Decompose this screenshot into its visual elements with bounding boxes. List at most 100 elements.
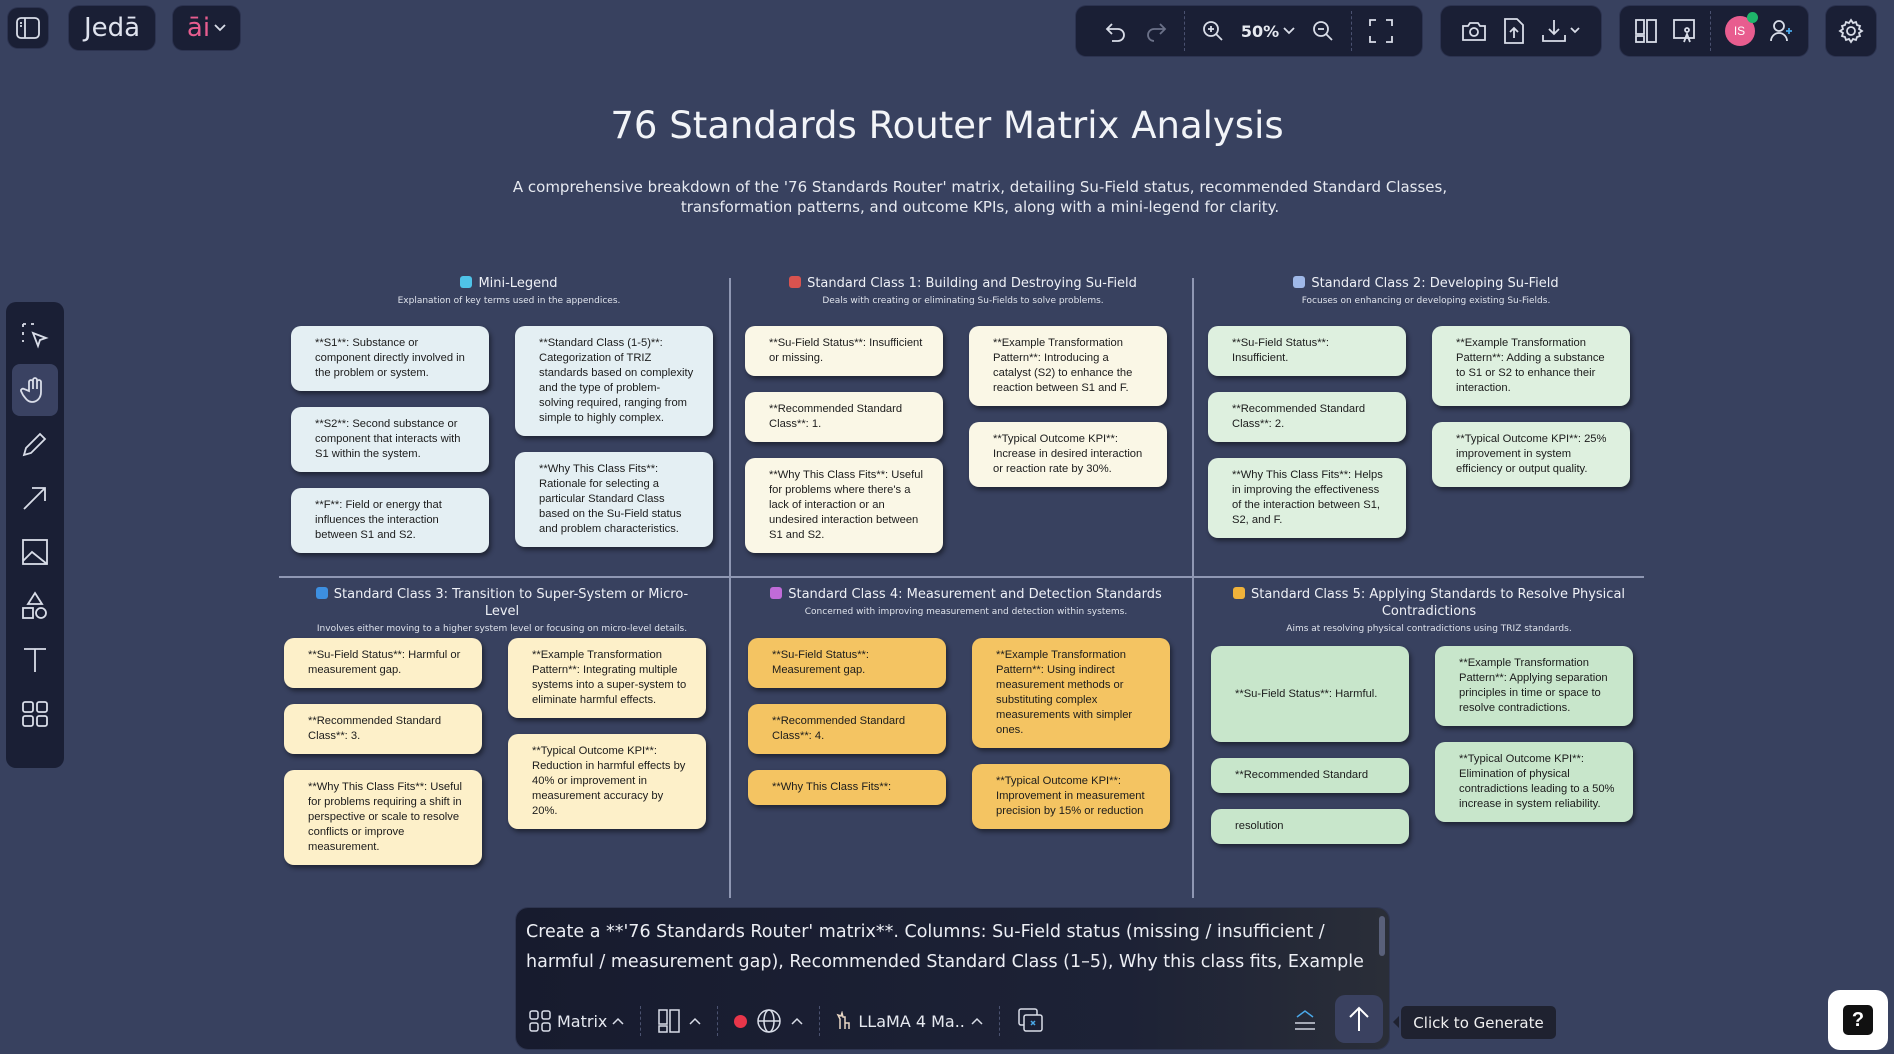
generate-button[interactable] [1335, 995, 1383, 1043]
text-tool[interactable] [12, 634, 58, 686]
matrix-card[interactable]: **Su-Field Status**: Harmful. [1211, 646, 1409, 742]
layout-select[interactable] [657, 1008, 701, 1034]
model-select[interactable]: LLaMA 4 Ma.. [836, 1011, 983, 1031]
section-title: Standard Class 5: Applying Standards to … [1199, 586, 1659, 620]
chevron-up-icon [791, 1017, 803, 1025]
matrix-card[interactable]: **Example Transformation Pattern**: Inte… [508, 638, 706, 718]
chevron-up-icon [971, 1017, 983, 1025]
hand-tool[interactable] [12, 364, 58, 416]
section-subtitle: Explanation of key terms used in the app… [397, 296, 621, 306]
ai-menu-button[interactable]: āi [173, 6, 240, 50]
camera-icon[interactable] [1461, 19, 1487, 43]
shapes-tool[interactable] [12, 580, 58, 632]
matrix-card[interactable]: **Typical Outcome KPI**: Improvement in … [972, 764, 1170, 829]
section-subtitle: Aims at resolving physical contradiction… [1286, 624, 1572, 634]
matrix-card[interactable]: **Typical Outcome KPI**: 25% improvement… [1432, 422, 1630, 487]
tool-palette [6, 302, 64, 768]
page-subtitle: A comprehensive breakdown of the '76 Sta… [512, 178, 1448, 216]
left-card-column: **Su-Field Status**: Insufficient. **Reco… [1208, 326, 1406, 538]
download-icon[interactable] [1541, 18, 1581, 44]
matrix-card[interactable]: **Su-Field Status**: Harmful or measurem… [284, 638, 482, 688]
image-tool[interactable] [12, 526, 58, 578]
matrix-card[interactable]: **Example Transformation Pattern**: Intr… [969, 326, 1167, 406]
card-columns: **Su-Field Status**: Harmful. **Recommend… [1211, 646, 1633, 844]
matrix-card[interactable]: **Typical Outcome KPI**: Reduction in ha… [508, 734, 706, 829]
avatar[interactable]: IS [1724, 12, 1758, 46]
model-label: LLaMA 4 Ma.. [858, 1011, 965, 1031]
clear-chat-icon[interactable] [1016, 1006, 1046, 1036]
matrix-card[interactable]: **S1**: Substance or component directly … [291, 326, 489, 391]
lightbulb-icon [1232, 587, 1245, 599]
matrix-card[interactable]: **Su-Field Status**: Insufficient. [1208, 326, 1406, 376]
page-title: 76 Standards Router Matrix Analysis [610, 104, 1284, 147]
share-icon[interactable] [1503, 17, 1525, 45]
help-button[interactable]: ? [1828, 990, 1888, 1050]
image-icon [22, 539, 48, 565]
add-user-icon[interactable] [1769, 19, 1795, 43]
select-tool[interactable] [12, 310, 58, 362]
matrix-card[interactable]: **Recommended Standard Class**: 1. [745, 392, 943, 442]
matrix-card[interactable]: **Recommended Standard Class**: 2. [1208, 392, 1406, 442]
sidebar-toggle-button[interactable] [8, 8, 48, 48]
select-icon [22, 323, 49, 349]
presentation-icon[interactable] [1672, 18, 1696, 44]
arrow-tool[interactable] [12, 472, 58, 524]
settings-button[interactable] [1826, 6, 1876, 56]
mode-select[interactable]: Matrix [528, 1009, 624, 1033]
section-title: Standard Class 1: Building and Destroyin… [733, 275, 1193, 292]
prompt-input[interactable]: Create a **'76 Standards Router' matrix*… [526, 922, 1364, 972]
bar-chart-icon [770, 587, 783, 599]
left-card-column: **Su-Field Status**: Harmful or measurem… [284, 638, 482, 865]
section-title-text: Mini-Legend [478, 276, 558, 291]
grid-divider [1192, 278, 1194, 898]
matrix-card[interactable]: **Why This Class Fits**: Rationale for s… [515, 452, 713, 547]
matrix-card[interactable]: resolution [1211, 809, 1409, 844]
divider [819, 1006, 821, 1036]
fullscreen-icon[interactable] [1368, 18, 1394, 44]
matrix-card[interactable]: **F**: Field or energy that influences t… [291, 488, 489, 553]
matrix-card[interactable]: **Why This Class Fits**: Useful for prob… [284, 770, 482, 865]
right-card-column: **Example Transformation Pattern**: Appl… [1435, 646, 1633, 844]
matrix-card[interactable]: **Typical Outcome KPI**: Elimination of … [1435, 742, 1633, 822]
matrix-icon [529, 1010, 551, 1032]
matrix-card[interactable]: **Su-Field Status**: Insufficient or mis… [745, 326, 943, 376]
matrix-card[interactable]: **Why This Class Fits**: [748, 770, 946, 805]
matrix-card[interactable]: **S2**: Second substance or component th… [291, 407, 489, 472]
jeda-logo[interactable]: Jedā [69, 6, 155, 50]
expand-icon[interactable] [1293, 1009, 1317, 1033]
matrix-card[interactable]: **Recommended Standard Class**: 3. [284, 704, 482, 754]
matrix-card[interactable]: **Recommended Standard Class**: 4. [748, 704, 946, 754]
section-title: Mini-Legend [279, 275, 739, 292]
grid-divider [279, 576, 1644, 578]
matrix-card[interactable]: **Why This Class Fits**: Useful for prob… [745, 458, 943, 553]
matrix-card[interactable]: **Recommended Standard [1211, 758, 1409, 793]
section-standard-class-5: Standard Class 5: Applying Standards to … [1199, 586, 1659, 844]
zoom-in-icon[interactable] [1201, 19, 1225, 43]
undo-icon[interactable] [1104, 19, 1128, 43]
matrix-card[interactable]: **Why This Class Fits**: Helps in improv… [1208, 458, 1406, 538]
matrix-card[interactable]: **Standard Class (1-5)**: Categorization… [515, 326, 713, 436]
zoom-out-icon[interactable] [1311, 19, 1335, 43]
web-search-select[interactable] [734, 1007, 803, 1035]
export-toolbar [1441, 6, 1601, 56]
zoom-level-select[interactable]: 50% [1241, 22, 1295, 41]
card-columns: **Su-Field Status**: Insufficient or mis… [745, 326, 1167, 553]
pencil-tool[interactable] [12, 418, 58, 470]
layout-icon[interactable] [1634, 18, 1658, 44]
matrix-card[interactable]: **Example Transformation Pattern**: Usin… [972, 638, 1170, 748]
matrix-card[interactable]: **Su-Field Status**: Measurement gap. [748, 638, 946, 688]
arrow-icon [23, 487, 46, 510]
right-card-column: **Example Transformation Pattern**: Intr… [969, 326, 1167, 553]
matrix-card[interactable]: **Example Transformation Pattern**: Addi… [1432, 326, 1630, 406]
matrix-card[interactable]: **Example Transformation Pattern**: Appl… [1435, 646, 1633, 726]
matrix-card[interactable]: **Typical Outcome KPI**: Increase in des… [969, 422, 1167, 487]
redo-icon[interactable] [1144, 19, 1168, 43]
mode-label: Matrix [557, 1011, 608, 1031]
chevron-down-icon [214, 24, 226, 32]
hand-icon [20, 377, 42, 403]
llama-icon [836, 1011, 851, 1029]
grid-tool[interactable] [12, 688, 58, 740]
scrollbar[interactable] [1379, 916, 1385, 956]
section-title-text: Standard Class 4: Measurement and Detect… [788, 587, 1162, 602]
globe-search-icon [757, 1009, 782, 1033]
